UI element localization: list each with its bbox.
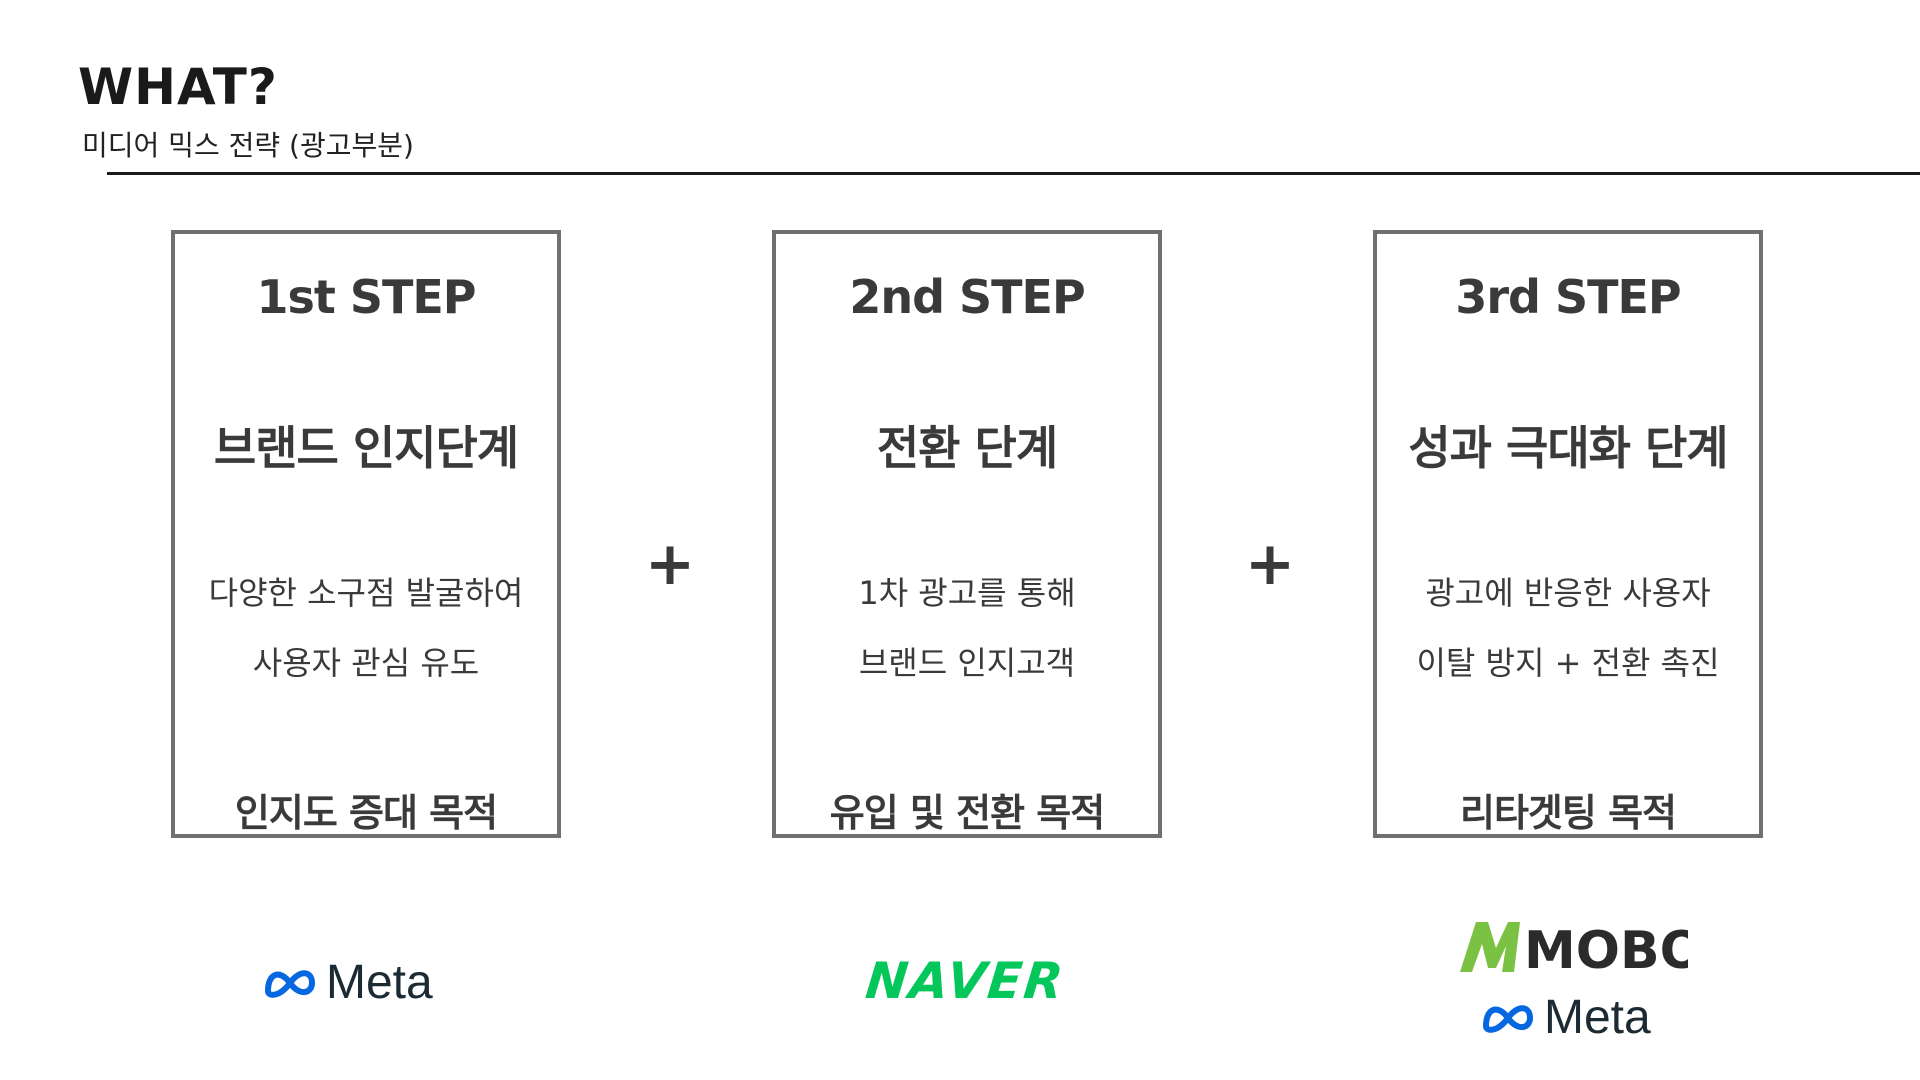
meta-infinity-icon — [1483, 1004, 1533, 1033]
step-title: 2nd STEP — [849, 270, 1085, 324]
step-card-1: 1st STEP 브랜드 인지단계 다양한 소구점 발굴하여 사용자 관심 유도… — [171, 230, 561, 838]
stage-name: 브랜드 인지단계 — [213, 421, 519, 475]
step-description-line-2: 사용자 관심 유도 — [252, 644, 480, 682]
stage-name: 전환 단계 — [876, 421, 1058, 475]
step-goal: 인지도 증대 목적 — [234, 791, 498, 835]
step-card-3: 3rd STEP 성과 극대화 단계 광고에 반응한 사용자 이탈 방지 + 전… — [1373, 230, 1763, 838]
step-card-2: 2nd STEP 전환 단계 1차 광고를 통해 브랜드 인지고객 유입 및 전… — [772, 230, 1162, 838]
step-description-line-1: 다양한 소구점 발굴하여 — [208, 574, 524, 612]
step-description-line-1: 광고에 반응한 사용자 — [1425, 574, 1711, 612]
meta-logo: Meta — [262, 955, 433, 1010]
step-title: 3rd STEP — [1455, 270, 1681, 324]
step-description-line-1: 1차 광고를 통해 — [858, 574, 1076, 612]
step-description-line-2: 브랜드 인지고객 — [858, 644, 1076, 682]
step-description-line-2: 이탈 방지 + 전환 촉진 — [1416, 644, 1720, 682]
naver-logo: NAVER — [862, 952, 1068, 1010]
plus-connector-1: + — [644, 529, 696, 599]
step-title: 1st STEP — [256, 270, 476, 324]
mobon-logo: MOBON — [1460, 921, 1688, 974]
meta-logo-text: Meta — [1544, 991, 1651, 1044]
naver-logo-text: NAVER — [862, 952, 1068, 1010]
plus-connector-2: + — [1244, 529, 1296, 599]
meta-logo-text: Meta — [326, 956, 433, 1009]
meta-infinity-icon — [265, 969, 315, 998]
header-divider — [107, 172, 1920, 175]
meta-logo-2: Meta — [1480, 990, 1651, 1045]
stage-name: 성과 극대화 단계 — [1408, 421, 1728, 475]
page-subtitle: 미디어 믹스 전략 (광고부분) — [82, 129, 414, 162]
step-goal: 리타겟팅 목적 — [1460, 791, 1677, 835]
step-goal: 유입 및 전환 목적 — [829, 791, 1105, 835]
page-title: WHAT? — [78, 58, 278, 116]
mobon-logo-text: MOBON — [1524, 921, 1688, 974]
